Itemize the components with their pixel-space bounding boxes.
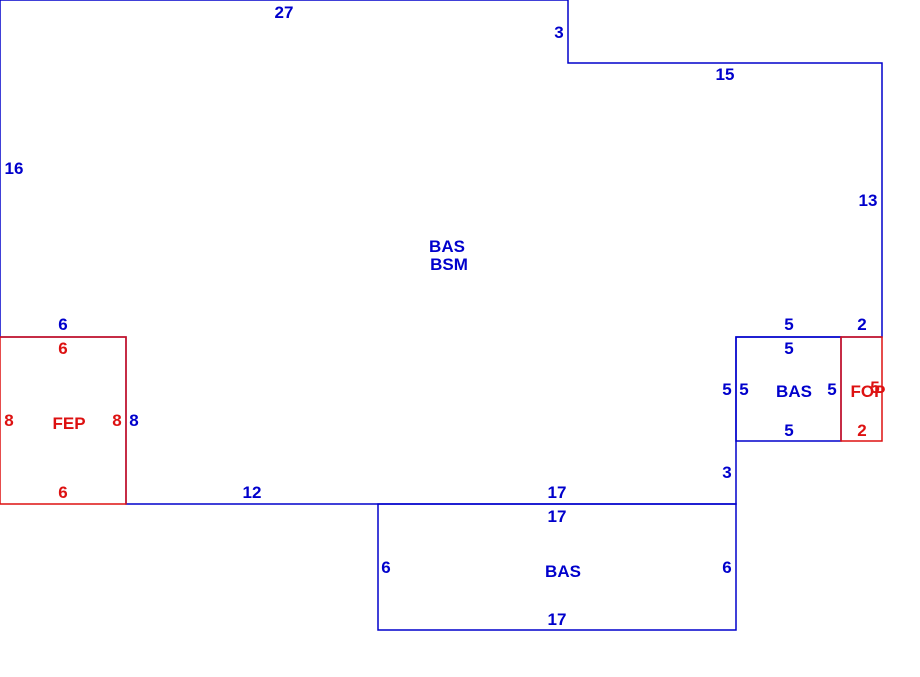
dimension-fep-bottom: 6 (58, 483, 67, 502)
dimension-main-right: 13 (859, 191, 878, 210)
main-area-label-bsm: BSM (430, 255, 468, 274)
dimension-bas-right-top-outer: 5 (784, 315, 793, 334)
dimension-fep-right: 8 (112, 411, 121, 430)
dimension-main-top: 27 (275, 3, 294, 22)
dimension-main-fep-side: 8 (129, 411, 138, 430)
dimension-bas-right-bottom: 5 (784, 421, 793, 440)
dimension-fep-top: 6 (58, 339, 67, 358)
dimension-bas-right-top: 5 (784, 339, 793, 358)
dimension-fop-right: 5 (870, 378, 879, 397)
dimension-bas-bottom-left: 6 (381, 558, 390, 577)
dimension-fep-left: 8 (4, 411, 13, 430)
bas-right-area-label: BAS (776, 382, 812, 401)
dimension-bas-right-right: 5 (827, 380, 836, 399)
dimension-bas-right-left: 5 (739, 380, 748, 399)
dimension-fop-bottom: 2 (857, 421, 866, 440)
dimension-bas-bottom-bottom: 17 (548, 610, 567, 629)
dimension-main-left: 16 (5, 159, 24, 178)
dimension-main-top-right: 15 (716, 65, 735, 84)
dimension-main-left-lower: 6 (58, 315, 67, 334)
main-area-label-bas: BAS (429, 237, 465, 256)
fop-area-label: FOP (851, 382, 886, 401)
fep-area-label: FEP (52, 414, 85, 433)
dimension-bas-bottom-top: 17 (548, 507, 567, 526)
dimension-bas-right-left-outer: 5 (722, 380, 731, 399)
dimension-main-bottom-mid: 12 (243, 483, 262, 502)
dimension-bas-bottom-right: 6 (722, 558, 731, 577)
fep-outline (0, 336, 127, 505)
dimension-main-right-lower: 2 (857, 315, 866, 334)
bas-bottom-area-label: BAS (545, 562, 581, 581)
dimension-main-step: 3 (554, 23, 563, 42)
bas-bottom-outline (377, 503, 737, 631)
fop-outline (840, 336, 883, 442)
dimension-main-bottom-right: 17 (548, 483, 567, 502)
dimension-main-lower-right-drop: 3 (722, 463, 731, 482)
